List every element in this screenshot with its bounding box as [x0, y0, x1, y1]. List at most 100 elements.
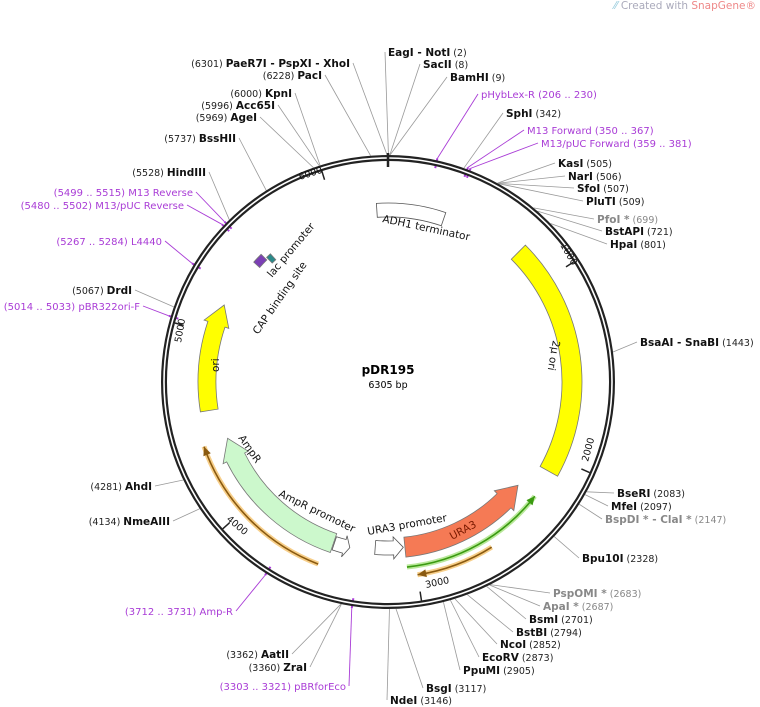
primer-label: (3712 .. 3731) Amp-R: [125, 607, 233, 618]
site-leader-line: [389, 63, 421, 156]
site-name: PluTI: [586, 196, 616, 208]
site-leader-line: [352, 62, 388, 156]
site-position: (507): [600, 184, 629, 195]
primer-label: (3303 .. 3321) pBRforEco: [220, 682, 346, 693]
orf-arrowhead-icon: [203, 446, 211, 457]
site-position: (9): [489, 73, 505, 84]
site-name: EcoRV: [482, 652, 520, 664]
restriction-site-label: NcoI (2852): [500, 639, 561, 651]
site-position: (2701): [558, 615, 593, 626]
site-leader-line: [324, 74, 371, 156]
site-leader-line: [134, 289, 174, 308]
site-position: (3117): [452, 684, 487, 695]
restriction-site-label: (5969) AgeI: [196, 112, 257, 124]
scale-tick-label: 1000: [557, 241, 579, 267]
restriction-site-label: (4134) NmeAIII: [89, 516, 170, 528]
site-name: NcoI: [500, 639, 526, 651]
site-name: PaeR7I - PspXI - XhoI: [226, 58, 350, 70]
primer-label: (5499 .. 5515) M13 Reverse: [54, 188, 193, 199]
site-leader-line: [498, 183, 584, 202]
feature-cap-binding-site: [266, 253, 277, 264]
restriction-site-label: NdeI (3146): [390, 695, 452, 707]
site-position: (2097): [637, 502, 672, 513]
site-name: AgeI: [230, 112, 257, 124]
site-position: (342): [532, 109, 561, 120]
restriction-site-label: EcoRV (2873): [482, 652, 553, 664]
restriction-site-label: KasI (505): [558, 158, 612, 170]
restriction-site-label: HpaI (801): [610, 239, 666, 251]
restriction-site-label: BsmI (2701): [529, 614, 593, 626]
plasmid-length: 6305 bp: [368, 380, 407, 391]
feature-lac-promoter: [253, 253, 268, 269]
site-leader-line: [497, 182, 575, 189]
site-position: (3146): [417, 696, 452, 707]
site-name: PpuMI: [463, 665, 500, 677]
feature-ura3-promoter: [374, 535, 404, 560]
site-name: BsgI: [426, 683, 452, 695]
site-leader-line: [586, 491, 615, 494]
site-name: AhdI: [125, 481, 152, 493]
restriction-site-label: PluTI (509): [586, 196, 644, 208]
site-position: (506): [593, 172, 622, 183]
scale-tick-label: 6000: [298, 165, 324, 183]
site-name: PacI: [297, 70, 322, 82]
site-leader-line: [497, 162, 556, 184]
restriction-site-label: NarI (506): [568, 171, 622, 183]
site-name: BsaAI - SnaBI: [640, 337, 719, 349]
site-name: AatII: [261, 649, 289, 661]
restriction-site-label: (6000) KpnI: [230, 88, 292, 100]
primer-leader-line: [186, 204, 223, 225]
site-leader-line: [584, 494, 609, 507]
restriction-site-label: EagI - NotI (2): [388, 47, 467, 59]
feature-ura3: [403, 484, 519, 558]
site-name: NmeAIII: [123, 516, 170, 528]
site-name: BseRI: [617, 488, 650, 500]
feature-2-ori: [510, 244, 583, 477]
restriction-site-label: BsgI (3117): [426, 683, 486, 695]
site-leader-line: [490, 584, 551, 594]
site-name: EagI - NotI: [388, 47, 450, 59]
site-leader-line: [533, 207, 595, 220]
site-position: (2328): [624, 554, 659, 565]
primer-leader-line: [195, 191, 225, 222]
site-leader-line: [463, 112, 504, 169]
restriction-site-label: MfeI (2097): [611, 501, 672, 513]
site-position: (699): [630, 215, 659, 226]
site-leader-line: [612, 341, 638, 353]
feature-ori: [197, 304, 230, 413]
primer-label: M13 Forward (350 .. 367): [527, 126, 654, 137]
site-leader-line: [386, 608, 390, 701]
site-name: HindIII: [167, 167, 206, 179]
site-name: Bpu10I: [582, 553, 624, 565]
site-position: (3362): [226, 650, 261, 661]
primer-leader-line: [470, 142, 539, 169]
site-position: (6301): [191, 59, 226, 70]
plasmid-name: pDR195: [362, 363, 415, 377]
primer-label: (5267 .. 5284) L4440: [56, 237, 162, 248]
restriction-site-label: (5528) HindIII: [132, 167, 206, 179]
scale-tick: [174, 322, 184, 327]
primer-label: pHybLex-R (206 .. 230): [481, 90, 597, 101]
restriction-site-label: (5996) Acc65I: [201, 100, 275, 112]
feature-ampr-promoter: [331, 535, 351, 558]
restriction-site-label: (6228) PacI: [263, 70, 322, 82]
site-leader-line: [537, 210, 603, 232]
scale-tick-label: 3000: [424, 575, 450, 591]
site-name: NarI: [568, 171, 593, 183]
site-leader-line: [309, 603, 342, 668]
site-position: (509): [616, 197, 645, 208]
restriction-site-label: BseRI (2083): [617, 488, 685, 500]
site-name: NdeI: [390, 695, 417, 707]
restriction-site-label: PpuMI (2905): [463, 665, 535, 677]
site-name: BamHI: [450, 72, 489, 84]
restriction-site-label: PspOMI * (2683): [553, 588, 641, 600]
site-leader-line: [395, 608, 424, 689]
site-leader-line: [154, 479, 184, 487]
feature-adh1-terminator: [375, 202, 447, 227]
primer-leader-line: [164, 240, 193, 264]
restriction-site-label: BamHI (9): [450, 72, 505, 84]
site-position: (2905): [500, 666, 535, 677]
scale-tick: [565, 261, 574, 268]
primer-label: (5480 .. 5502) M13/pUC Reverse: [21, 201, 184, 212]
